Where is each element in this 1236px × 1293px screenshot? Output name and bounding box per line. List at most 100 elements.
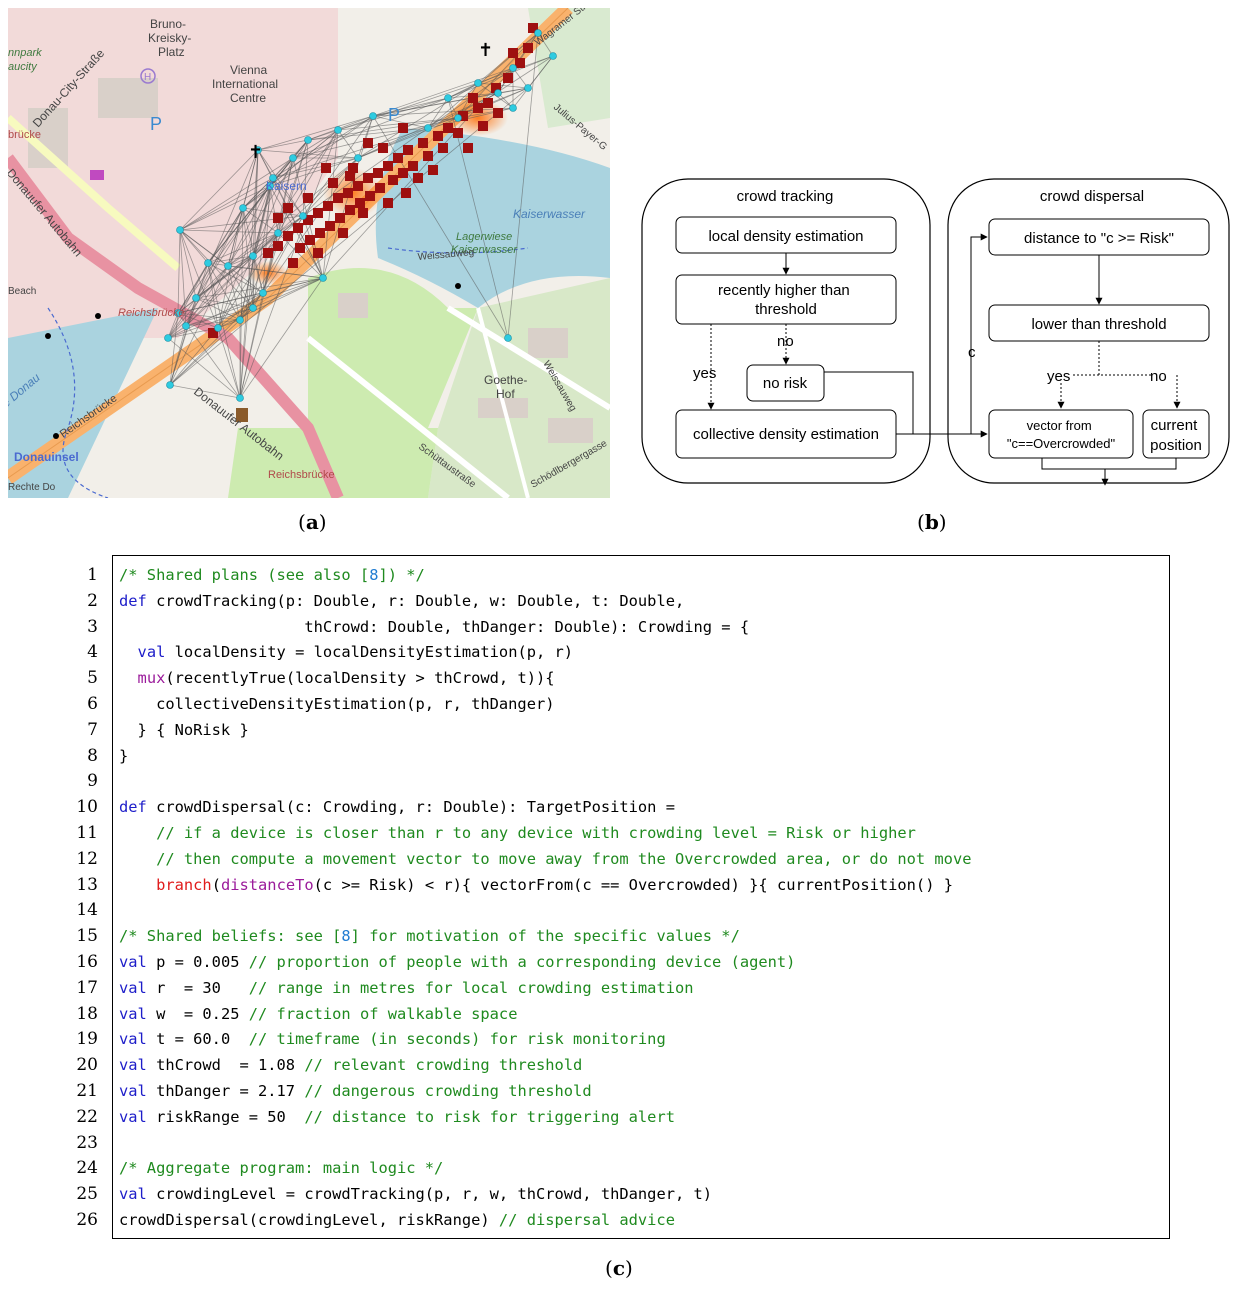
network-link <box>537 32 554 57</box>
code-token: riskRange = 50 <box>146 1107 305 1126</box>
line-number: 5 <box>87 668 98 689</box>
line-number: 16 <box>76 951 98 972</box>
network-link <box>262 157 359 294</box>
code-line: collectiveDensityEstimation(p, r, thDang… <box>119 692 971 718</box>
schuttaustrasse-road <box>306 335 510 498</box>
device-node <box>424 124 432 132</box>
density-square <box>401 188 411 198</box>
density-square <box>313 208 323 218</box>
density-square <box>208 328 218 338</box>
density-square <box>515 58 525 68</box>
code-line: def crowdTracking(p: Double, r: Double, … <box>119 589 971 615</box>
caption-c: (c) <box>605 1256 633 1280</box>
density-square <box>343 188 353 198</box>
line-number: 14 <box>76 900 98 921</box>
line-number: 13 <box>76 874 98 895</box>
code-line: /* Aggregate program: main logic */ <box>119 1156 971 1182</box>
code-line <box>119 898 971 924</box>
code-token: thCrowd: Double, thDanger: Double): Crow… <box>119 617 750 636</box>
device-node <box>494 89 502 97</box>
density-square <box>303 215 313 225</box>
network-link <box>239 255 254 399</box>
device-node <box>214 324 222 332</box>
network-link <box>195 207 244 299</box>
vector-from-box <box>988 409 1134 459</box>
density-square <box>393 153 403 163</box>
code-token: ( <box>211 875 221 894</box>
line-number: 9 <box>87 771 98 792</box>
network-link <box>207 262 241 399</box>
network-link <box>195 277 324 299</box>
network-link <box>257 139 309 151</box>
network-link <box>272 127 429 179</box>
crowd-flow-diagram: crowd tracking crowd dispersal local den… <box>641 178 1230 486</box>
code-line: def crowdDispersal(c: Crowding, r: Doubl… <box>119 795 971 821</box>
device-node <box>509 64 517 72</box>
network-link <box>292 97 449 159</box>
device-node <box>299 212 307 220</box>
network-link <box>179 229 219 329</box>
poi-dot <box>53 433 59 439</box>
network-link <box>372 97 449 117</box>
density-square <box>433 131 443 141</box>
network-link <box>177 312 219 329</box>
line-number: 26 <box>76 1209 98 1230</box>
code-token: crowdTracking(p: Double, r: Double, w: D… <box>146 591 685 610</box>
parking-icon: P <box>150 114 162 134</box>
code-token <box>119 669 138 687</box>
network-link <box>307 129 339 141</box>
density-square <box>303 193 313 203</box>
collective-density-label: collective density estimation <box>693 426 879 443</box>
network-link <box>167 232 279 339</box>
network-link <box>292 117 459 159</box>
density-square <box>528 23 538 33</box>
code-token: /* Shared plans (see also [ <box>119 566 370 584</box>
poi-dot <box>45 333 51 339</box>
network-link <box>207 232 279 264</box>
code-line: val r = 30 // range in metres for local … <box>119 976 971 1002</box>
yes-label-2: yes <box>1047 368 1070 385</box>
density-square <box>305 235 315 245</box>
hospital-label: H <box>144 72 151 83</box>
line-number: 7 <box>87 719 98 740</box>
device-node <box>259 289 267 297</box>
walk-path <box>387 247 529 254</box>
network-link <box>179 229 187 327</box>
network-link <box>372 107 514 117</box>
network-link <box>169 265 229 386</box>
density-square <box>398 168 408 178</box>
density-square <box>403 145 413 155</box>
brucke-label: brücke <box>8 129 41 141</box>
network-link <box>307 117 459 141</box>
density-square <box>473 103 483 113</box>
network-link <box>239 177 274 321</box>
lower-than-label: lower than threshold <box>1031 316 1166 333</box>
density-square <box>348 163 358 173</box>
line-number: 6 <box>87 693 98 714</box>
code-token: thCrowd = 1.08 <box>146 1056 305 1075</box>
density-square <box>365 191 375 201</box>
network-link <box>337 129 359 159</box>
code-line: } <box>119 744 971 770</box>
network-link <box>167 265 229 339</box>
code-listing: /* Shared plans (see also [8]) */def cro… <box>119 563 971 1234</box>
line-number: 15 <box>76 926 98 947</box>
code-token: } { NoRisk } <box>119 720 249 739</box>
monument-icon <box>236 408 248 422</box>
vienna-international-centre-label: Vienna International Centre <box>212 63 281 105</box>
device-node <box>504 334 512 342</box>
building <box>338 293 368 318</box>
density-square <box>383 198 393 208</box>
network-link <box>207 255 254 264</box>
network-link <box>185 319 241 327</box>
code-token: // timeframe (in seconds) for risk monit… <box>248 1030 666 1049</box>
crowd-map: H P P ✝ ✝ Bruno- Kreisky- Platz Vienna I… <box>8 8 610 498</box>
network-link <box>372 67 514 117</box>
line-number: 25 <box>76 1184 98 1205</box>
density-square <box>273 241 283 251</box>
code-token: // proportion of people with a correspon… <box>248 952 796 971</box>
density-square <box>503 73 513 83</box>
network-link <box>239 292 264 399</box>
no-label: no <box>777 333 794 350</box>
rechte-donau-label: Rechte Do <box>8 482 56 493</box>
